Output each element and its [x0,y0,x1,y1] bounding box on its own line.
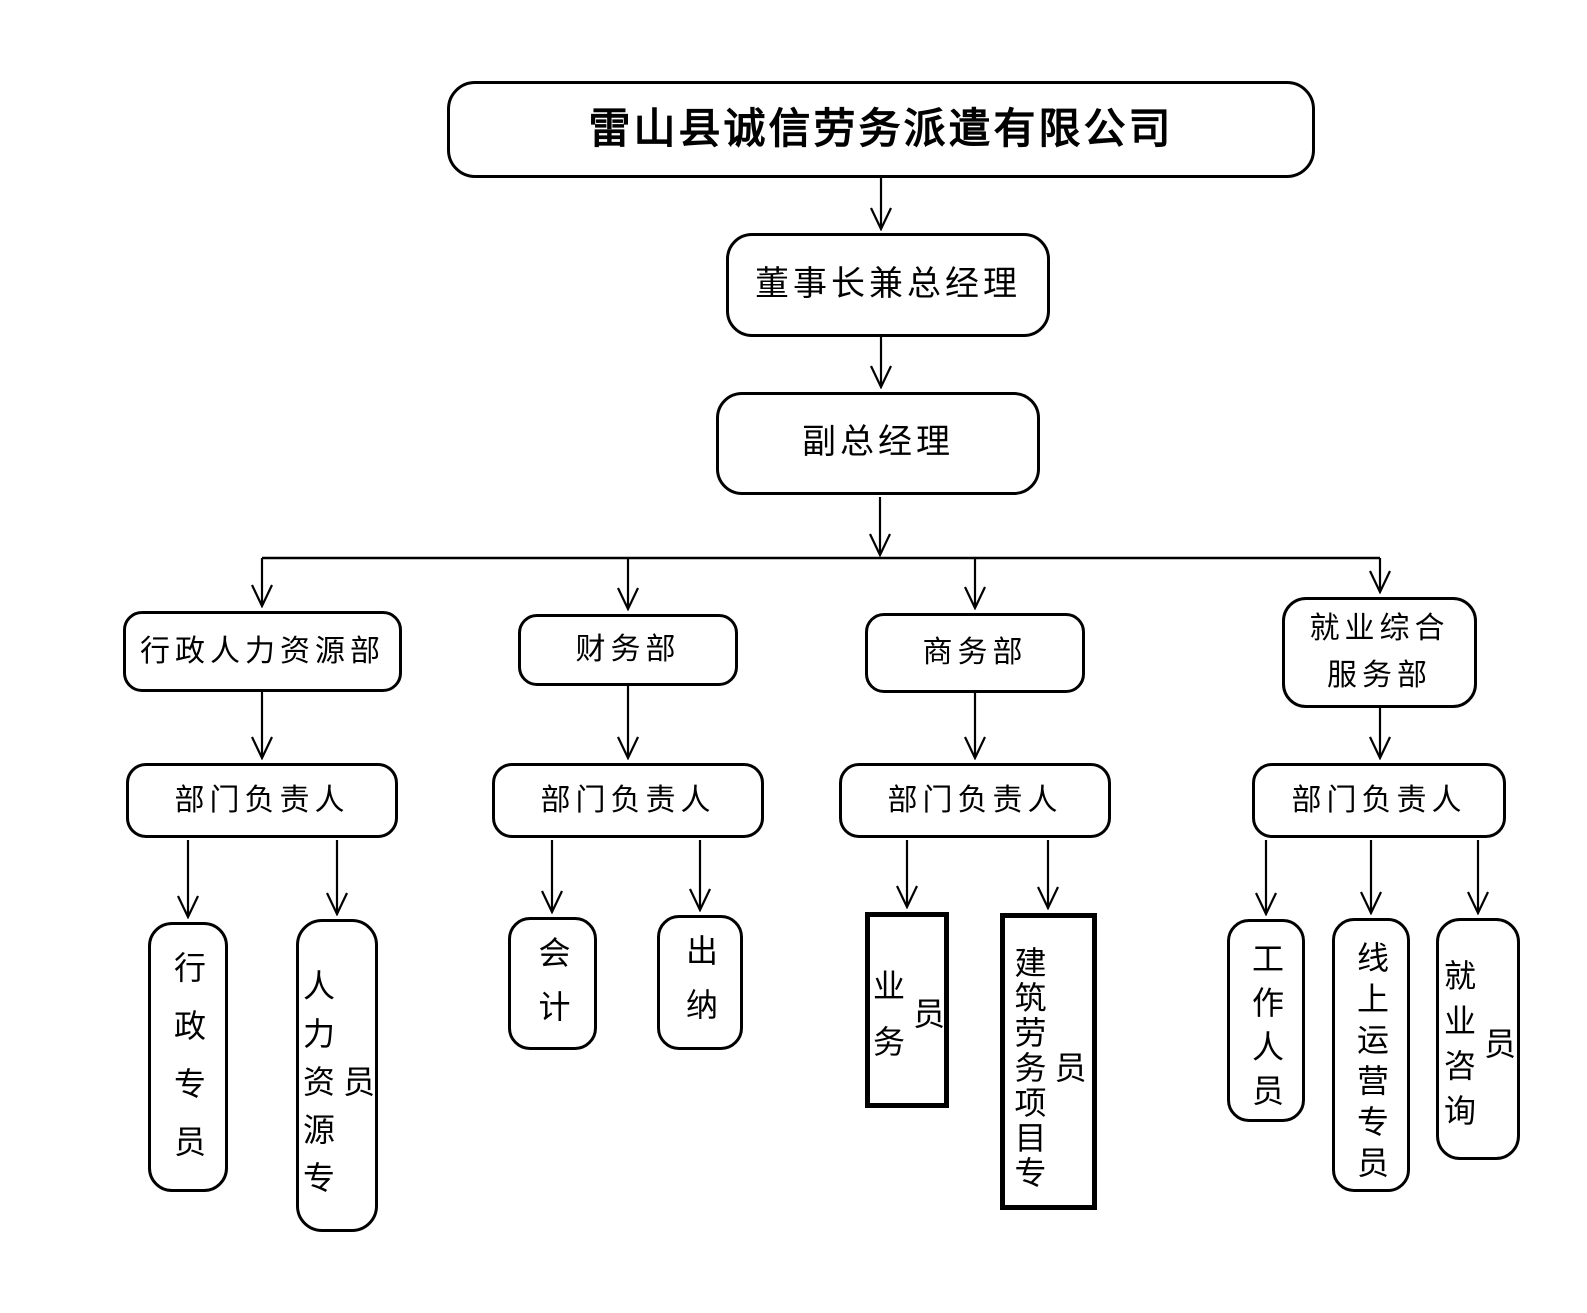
dept-head-label: 部门负责人 [1291,783,1467,817]
dept-head-label: 部门负责人 [540,783,716,817]
staff-label: 工作人员 [1248,942,1284,1118]
node-dept-head-employment-services: 部门负责人 [1252,763,1506,838]
node-staff-accountant: 会计 [508,917,597,1050]
staff-label: 就业咨询员 [1440,959,1516,1139]
dept-employment-services-label-line2: 服务部 [1327,658,1432,692]
deputy-label: 副总经理 [802,424,954,462]
node-staff-staff-member: 工作人员 [1227,919,1305,1122]
dept-employment-services-label-line1: 就业综合 [1309,612,1450,645]
company-root-label: 雷山县诚信劳务派遣有限公司 [588,105,1174,153]
node-dept-head-admin-hr: 部门负责人 [126,763,398,838]
node-dept-admin-hr: 行政人力资源部 [123,611,402,692]
dept-business-label: 商务部 [922,636,1028,670]
staff-label: 线上运营专员 [1353,941,1389,1187]
staff-label: 业务员 [869,969,945,1081]
node-staff-construction-labor-project-specialist: 建筑劳务项目专员 [1000,913,1097,1210]
staff-label: 行政专员 [170,951,206,1183]
node-staff-admin-specialist: 行政专员 [148,922,228,1192]
node-dept-head-finance: 部门负责人 [492,763,764,838]
staff-label: 出纳 [682,934,718,1042]
node-dept-head-business: 部门负责人 [839,763,1111,838]
dept-head-label: 部门负责人 [887,783,1063,817]
node-company-root: 雷山县诚信劳务派遣有限公司 [447,81,1315,178]
node-chairman-general-manager: 董事长兼总经理 [726,233,1050,337]
node-staff-salesperson: 业务员 [865,912,949,1108]
node-dept-business: 商务部 [865,613,1085,693]
dept-head-label: 部门负责人 [174,783,350,817]
node-staff-hr-specialist: 人力资源专员 [296,919,378,1232]
dept-finance-label: 财务部 [575,633,681,667]
node-staff-employment-consultant: 就业咨询员 [1436,918,1520,1160]
dept-admin-hr-label: 行政人力资源部 [140,634,385,668]
node-staff-cashier: 出纳 [657,915,743,1050]
staff-label: 人力资源专员 [299,968,375,1209]
staff-label: 建筑劳务项目专员 [1010,946,1087,1191]
chairman-label: 董事长兼总经理 [755,265,1021,303]
node-dept-finance: 财务部 [518,614,738,686]
node-deputy-general-manager: 副总经理 [716,392,1040,495]
node-dept-employment-services: 就业综合 服务部 [1282,597,1477,708]
staff-label: 会计 [534,936,571,1044]
node-staff-online-operations-specialist: 线上运营专员 [1332,918,1410,1192]
